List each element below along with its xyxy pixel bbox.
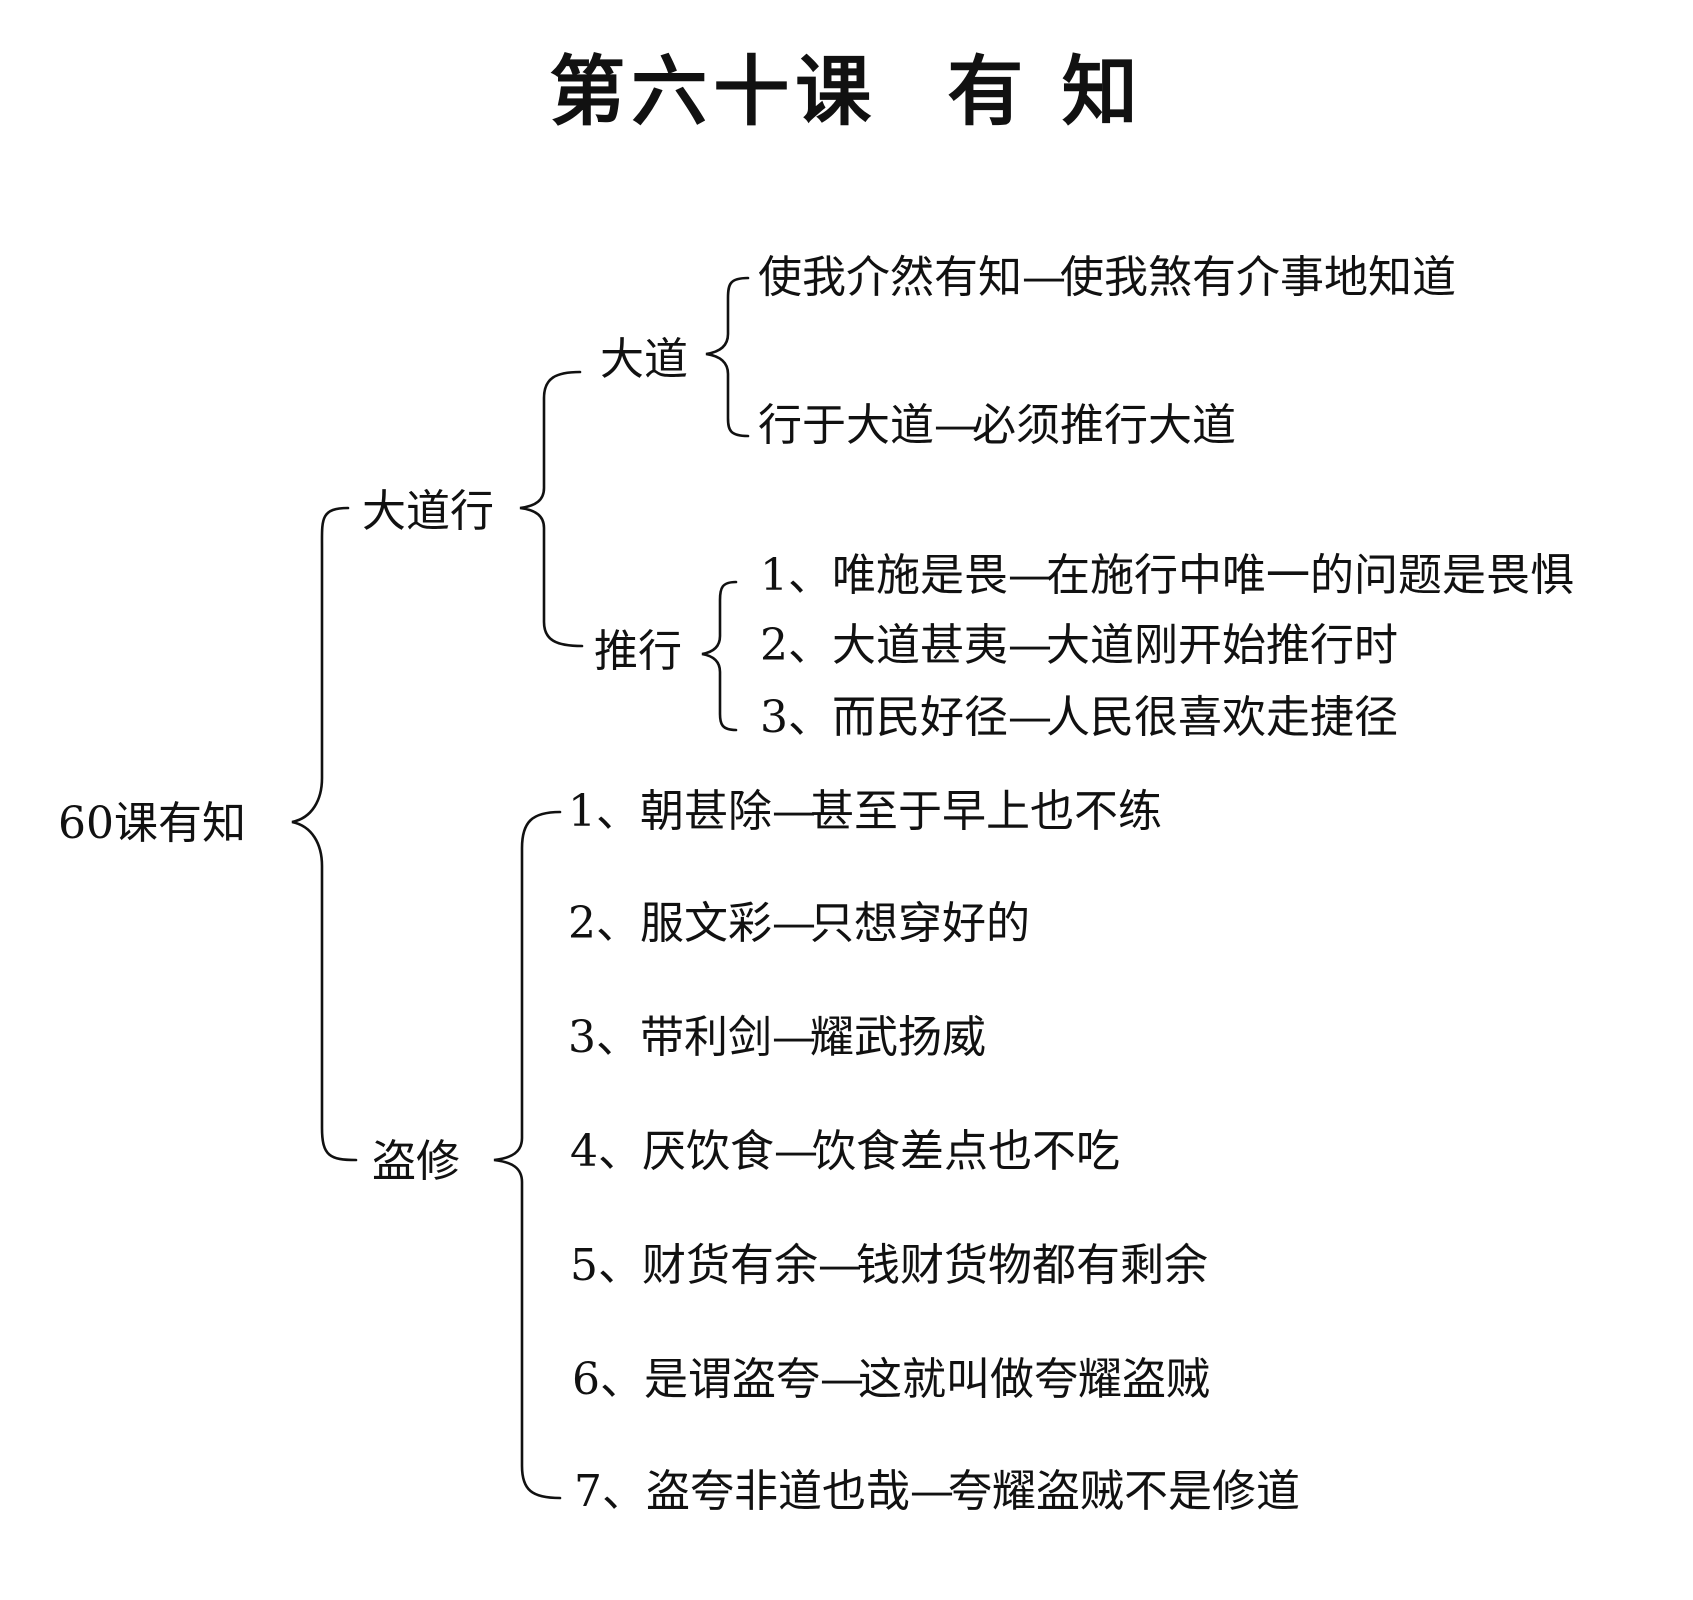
branch-dadao: 大道 bbox=[600, 334, 688, 385]
brace-tuixing bbox=[701, 580, 738, 732]
branch-dadaoxing: 大道行 bbox=[362, 486, 494, 537]
brace-daoxiu bbox=[493, 810, 562, 1500]
leaf-item: 2、大道甚夷—大道刚开始推行时 bbox=[760, 620, 1398, 671]
brace-dadaoxing bbox=[519, 370, 584, 648]
brace-root bbox=[291, 506, 358, 1162]
leaf-item: 5、财货有余—钱财货物都有剩余 bbox=[570, 1240, 1208, 1291]
leaf-item: 4、厌饮食—饮食差点也不吃 bbox=[570, 1126, 1120, 1177]
leaf-item: 2、服文彩—只想穿好的 bbox=[568, 898, 1030, 949]
leaf-item: 3、带利剑—耀武扬威 bbox=[568, 1012, 986, 1063]
branch-tuixing: 推行 bbox=[594, 626, 682, 677]
page-title: 第六十课有 知 bbox=[0, 30, 1693, 140]
title-topic: 有 知 bbox=[947, 47, 1144, 136]
leaf-item: 3、而民好径—人民很喜欢走捷径 bbox=[760, 692, 1398, 743]
title-lesson: 第六十课 bbox=[549, 47, 878, 136]
leaf-item: 7、盗夸非道也哉—夸耀盗贼不是修道 bbox=[574, 1466, 1300, 1517]
leaf-item: 使我介然有知—使我煞有介事地知道 bbox=[758, 252, 1456, 303]
leaf-item: 1、朝甚除—甚至于早上也不练 bbox=[568, 786, 1162, 837]
brace-dadao bbox=[705, 276, 750, 438]
root-node: 60课有知 bbox=[58, 798, 246, 849]
leaf-item: 行于大道—必须推行大道 bbox=[758, 400, 1236, 451]
leaf-item: 6、是谓盗夸—这就叫做夸耀盗贼 bbox=[572, 1354, 1210, 1405]
leaf-item: 1、唯施是畏—在施行中唯一的问题是畏惧 bbox=[760, 550, 1574, 601]
branch-daoxiu: 盗修 bbox=[372, 1136, 460, 1187]
